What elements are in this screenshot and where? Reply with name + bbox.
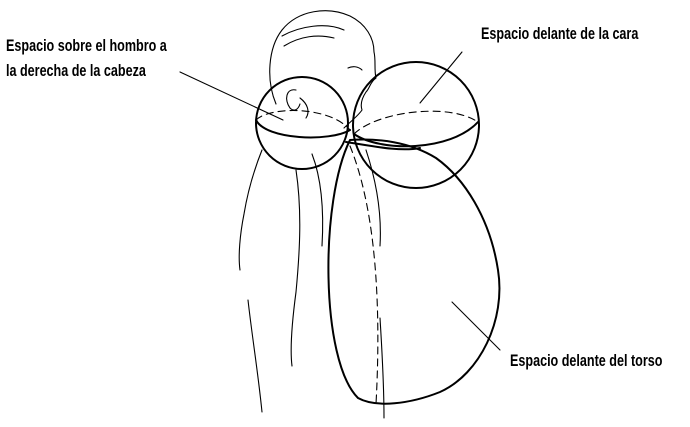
shoulder-sphere-outline	[255, 76, 349, 170]
shoulder-sphere-equator-front	[255, 119, 351, 139]
face-sphere-outline	[352, 61, 480, 189]
label-torso-space: Espacio delante del torso	[510, 351, 663, 370]
leader-lines	[179, 51, 501, 351]
leader-line-shoulder	[179, 71, 284, 121]
arm-inner	[311, 153, 324, 247]
face-sphere-equator-front	[353, 121, 479, 148]
eye	[347, 66, 363, 71]
leg-line	[247, 299, 263, 413]
label-shoulder-line-2: la derecha de la cabeza	[6, 61, 146, 80]
label-shoulder-space: Espacio sobre el hombro a la derecha de …	[6, 33, 167, 83]
person-figure	[238, 10, 385, 419]
label-shoulder-line-1: Espacio sobre el hombro a	[6, 36, 167, 55]
leader-line-torso	[451, 301, 501, 351]
leg-line	[379, 317, 385, 419]
shoulder-sphere	[255, 76, 351, 170]
hair-strand	[281, 25, 345, 37]
arm-outline	[290, 169, 301, 367]
hair-strand	[283, 35, 335, 47]
back-outline	[238, 149, 263, 271]
torso-volume-center-line	[349, 145, 379, 405]
leader-line-face	[419, 51, 463, 104]
ear	[286, 89, 301, 111]
ear-inner	[299, 97, 309, 119]
chest-line	[365, 149, 381, 247]
head-outline	[269, 10, 377, 129]
torso-volume-outline	[327, 138, 501, 405]
face-sphere	[352, 61, 480, 189]
label-face-space: Espacio delante de la cara	[481, 24, 639, 43]
torso-volume-top-edge	[345, 141, 421, 151]
face-sphere-equator-back	[353, 110, 479, 135]
shoulder-sphere-equator-back	[255, 109, 351, 131]
torso-volume	[327, 138, 501, 405]
